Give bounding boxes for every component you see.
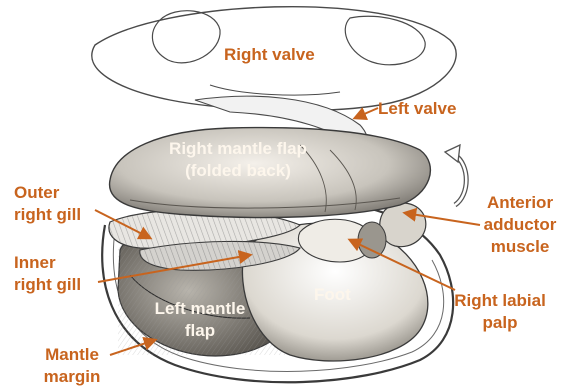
label-right-mantle-flap: Right mantle flap (folded back) [148,138,328,182]
label-foot: Foot [314,284,351,306]
leader-left-valve [355,108,378,118]
label-mantle-margin-line1: Mantle [30,344,114,366]
label-right-valve: Right valve [224,44,315,66]
label-anterior-adductor-muscle: Anterior adductor muscle [474,192,566,258]
anterior-adductor-shape [380,203,426,247]
label-mantle-margin: Mantle margin [30,344,114,388]
label-right-mantle-flap-line2: (folded back) [148,160,328,182]
label-left-mantle-flap: Left mantle flap [140,298,260,342]
label-right-labial-palp: Right labial palp [440,290,560,334]
label-right-labial-palp-line2: palp [440,312,560,334]
label-right-mantle-flap-line1: Right mantle flap [148,138,328,160]
label-inner-right-gill-line2: right gill [14,274,81,296]
label-right-labial-palp-line1: Right labial [440,290,560,312]
label-anterior-adductor-line2: adductor [474,214,566,236]
label-inner-right-gill-line1: Inner [14,252,81,274]
label-left-valve: Left valve [378,98,456,120]
label-outer-right-gill: Outer right gill [14,182,81,226]
label-left-mantle-flap-line2: flap [140,320,260,342]
label-anterior-adductor-line1: Anterior [474,192,566,214]
label-mantle-margin-line2: margin [30,366,114,388]
label-anterior-adductor-line3: muscle [474,236,566,258]
label-inner-right-gill: Inner right gill [14,252,81,296]
label-outer-right-gill-line1: Outer [14,182,81,204]
rotation-arrow-icon [445,145,466,205]
label-left-mantle-flap-line1: Left mantle [140,298,260,320]
label-outer-right-gill-line2: right gill [14,204,81,226]
